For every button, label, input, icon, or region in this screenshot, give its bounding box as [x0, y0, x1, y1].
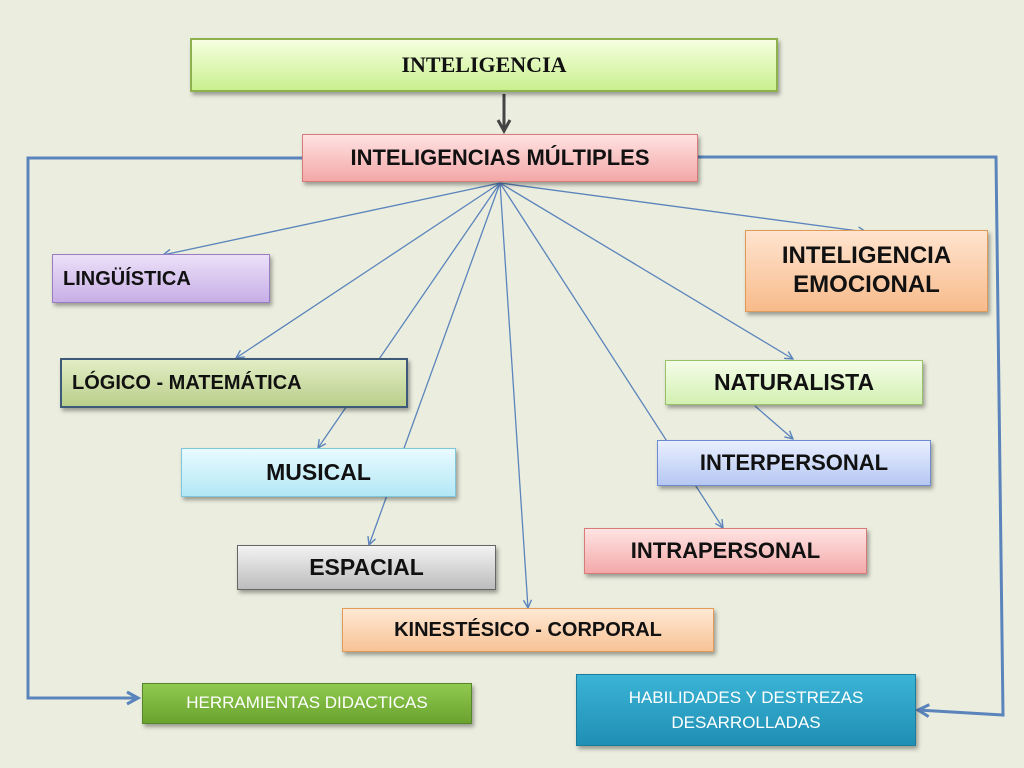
edge-multiples-naturalista: [499, 182, 793, 359]
node-kinestesico-corporal-label: KINESTÉSICO - CORPORAL: [394, 619, 662, 641]
node-habilidades-destrezas-line2: DESARROLLADAS: [671, 713, 821, 732]
edge-multiples-habilidades: [698, 155, 1005, 715]
node-intrapersonal: INTRAPERSONAL: [584, 528, 867, 574]
node-inteligencias-multiples-label: INTELIGENCIAS MÚLTIPLES: [350, 144, 650, 170]
node-espacial: ESPACIAL: [237, 545, 496, 590]
node-habilidades-destrezas-line1: HABILIDADES Y DESTREZAS: [628, 687, 864, 707]
node-interpersonal-label: INTERPERSONAL: [699, 449, 889, 475]
edge-naturalista-interpersonal: [754, 405, 793, 439]
edge-multiples-musical: [318, 182, 501, 448]
node-linguistica: LINGÜÍSTICA: [52, 254, 270, 303]
node-inteligencia-label: INTELIGENCIA: [401, 51, 567, 77]
node-espacial-label: ESPACIAL: [309, 553, 424, 580]
edge-multiples-logico: [236, 182, 501, 358]
node-kinestesico-corporal: KINESTÉSICO - CORPORAL: [342, 608, 714, 652]
node-naturalista: NATURALISTA: [665, 360, 923, 405]
node-inteligencias-multiples: INTELIGENCIAS MÚLTIPLES: [302, 134, 698, 182]
node-interpersonal: INTERPERSONAL: [657, 440, 931, 486]
node-naturalista-label: NATURALISTA: [713, 368, 875, 395]
node-logico-matematica: LÓGICO - MATEMÁTICA: [60, 358, 408, 408]
node-inteligencia-emocional: INTELIGENCIA EMOCIONAL: [745, 230, 988, 312]
edge-multiples-emocional: [499, 182, 866, 232]
node-herramientas-didacticas-label: HERRAMIENTAS DIDACTICAS: [186, 693, 428, 713]
node-intrapersonal-label: INTRAPERSONAL: [630, 537, 821, 563]
edge-multiples-kinestesico: [499, 182, 528, 608]
node-herramientas-didacticas: HERRAMIENTAS DIDACTICAS: [142, 683, 472, 724]
node-inteligencia-emocional-line1: INTELIGENCIA: [781, 242, 952, 270]
node-inteligencia: INTELIGENCIA: [190, 38, 778, 92]
edge-multiples-linguistica: [163, 182, 501, 255]
node-logico-matematica-label: LÓGICO - MATEMÁTICA: [72, 372, 302, 394]
node-habilidades-destrezas: HABILIDADES Y DESTREZAS DESARROLLADAS: [576, 674, 916, 746]
node-linguistica-label: LINGÜÍSTICA: [63, 267, 191, 290]
edge-multiples-herramientas: [26, 156, 302, 698]
node-musical-label: MUSICAL: [266, 458, 371, 485]
node-inteligencia-emocional-line2: EMOCIONAL: [793, 271, 940, 298]
node-musical: MUSICAL: [181, 448, 456, 497]
